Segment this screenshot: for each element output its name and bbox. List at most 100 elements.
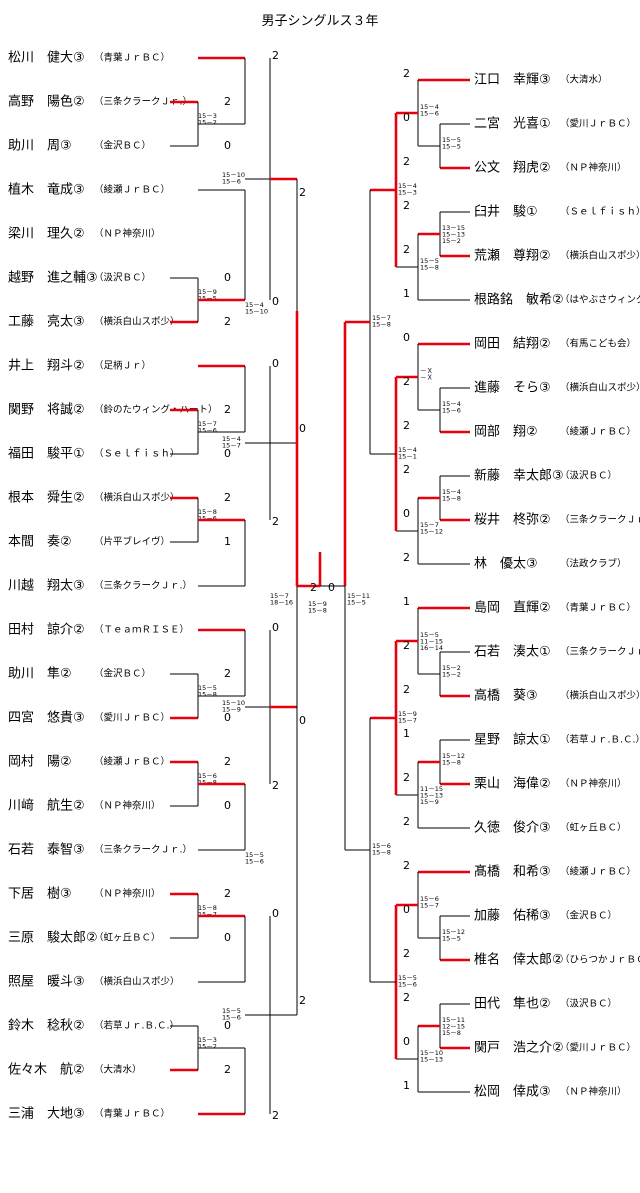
set-scores: －Ｘ	[420, 374, 433, 382]
player-team: （金沢ＢＣ）	[560, 910, 617, 922]
player-team: （ＮＰ神奈川）	[94, 228, 161, 240]
set-scores: 15－13	[420, 1056, 443, 1064]
set-scores: 15－9	[398, 710, 417, 718]
player-team: （有馬こども会）	[560, 338, 636, 350]
player-name: 植木 竜成③	[8, 183, 85, 198]
set-scores: 15－10	[222, 171, 245, 179]
set-scores: 15－3	[398, 189, 417, 197]
set-scores: 15－13	[420, 792, 443, 800]
set-scores: 11－15	[420, 638, 443, 646]
player-team: （横浜白山スポ少）	[560, 690, 640, 702]
score: 2	[224, 755, 231, 768]
set-scores: 15－8	[442, 759, 461, 767]
score: 2	[403, 199, 410, 212]
set-scores: 15－7	[198, 420, 217, 428]
player-name: 松川 健大③	[8, 51, 85, 66]
player-team: （汲沢ＢＣ）	[560, 998, 617, 1010]
score: 2	[272, 779, 279, 792]
player-team: （横浜白山スポ少）	[94, 492, 180, 504]
set-scores: 15－6	[198, 772, 217, 780]
set-scores: 15－3	[198, 1036, 217, 1044]
score: 2	[299, 994, 306, 1007]
set-scores: 11－15	[420, 785, 443, 793]
player-team: （綾瀬ＪｒＢＣ）	[560, 866, 636, 878]
player-team: （三条クラークＪｒ.）	[560, 514, 640, 526]
set-scores: 15－2	[442, 664, 461, 672]
set-scores: 15－7	[372, 314, 391, 322]
player-name: 工藤 亮太③	[8, 314, 85, 330]
score: 2	[403, 639, 410, 652]
score: 2	[224, 491, 231, 504]
player-name: 川﨑 航生②	[8, 798, 85, 814]
score: 2	[272, 49, 279, 62]
player-name: 松岡 倖成③	[474, 1085, 551, 1100]
set-scores: 15－5	[347, 599, 366, 607]
player-team: （愛川ＪｒＢＣ）	[560, 118, 636, 130]
score: 0	[299, 422, 306, 435]
score: 2	[403, 419, 410, 432]
player-name: 梁川 理久②	[8, 227, 85, 242]
set-scores: 15－6	[442, 407, 461, 415]
score: 2	[403, 771, 410, 784]
player-name: 石若 泰智③	[8, 842, 85, 858]
player-name: 進藤 そら③	[474, 381, 551, 396]
player-team: （はやぶさウィングス）	[560, 294, 640, 306]
player-name: 川越 翔太③	[8, 579, 85, 594]
set-scores: 15－7	[420, 902, 439, 910]
set-scores: 15－7	[222, 442, 241, 450]
set-scores: 15－7	[270, 592, 289, 600]
score: 0	[224, 799, 231, 812]
set-scores: 15－5	[442, 935, 461, 943]
player-name: 四宮 悠貴③	[8, 710, 85, 726]
set-scores: 15－9	[198, 288, 217, 296]
set-scores: 15－4	[398, 446, 417, 454]
player-team: （ＮＰ神奈川）	[560, 162, 627, 174]
set-scores: 12－15	[442, 1023, 465, 1031]
set-scores: 15－13	[442, 231, 465, 239]
player-name: 根路銘 敏希②	[474, 292, 564, 308]
player-team: （虹ヶ丘ＢＣ）	[94, 932, 161, 944]
set-scores: 15－9	[308, 600, 327, 608]
set-scores: 15－6	[420, 110, 439, 118]
player-name: 関戸 浩之介②	[474, 1041, 564, 1056]
set-scores: 15－9	[420, 798, 439, 806]
score: 2	[224, 315, 231, 328]
player-team: （虹ヶ丘ＢＣ）	[560, 822, 627, 834]
set-scores: 15－8	[442, 1029, 461, 1037]
score: 0	[224, 271, 231, 284]
player-team: （大清水）	[560, 74, 608, 86]
player-name: 田代 隼也②	[474, 996, 551, 1012]
player-name: 公文 翔虎②	[474, 161, 551, 176]
player-name: 桜井 柊弥②	[474, 512, 551, 528]
set-scores: 16－14	[420, 644, 443, 652]
set-scores: 15－2	[198, 1043, 217, 1051]
set-scores: 15－12	[442, 928, 465, 936]
player-name: 助川 周③	[8, 139, 72, 154]
player-name: 栗山 海偉②	[474, 777, 551, 792]
player-name: 久徳 俊介③	[474, 821, 551, 836]
score: 1	[224, 535, 231, 548]
player-team: （金沢ＢＣ）	[94, 140, 151, 152]
player-name: 井上 翔斗②	[8, 359, 85, 374]
player-team: （綾瀬ＪｒＢＣ）	[94, 756, 170, 768]
set-scores: 15－6	[245, 858, 264, 866]
player-name: 高橋 葵③	[474, 688, 538, 704]
player-team: （片平ブレイヴ）	[94, 536, 170, 548]
player-name: 岡部 翔②	[474, 425, 538, 440]
player-name: 椎名 倖太郎②	[474, 952, 564, 968]
set-scores: 15－6	[198, 515, 217, 523]
score: 0	[224, 447, 231, 460]
player-team: （ＮＰ神奈川）	[94, 888, 161, 900]
set-scores: 15－5	[420, 631, 439, 639]
score: 1	[403, 1079, 410, 1092]
player-team: （三条クラークＪｒ.）	[94, 580, 192, 592]
player-name: 関野 将誠②	[8, 403, 85, 418]
score: 2	[403, 947, 410, 960]
player-name: 田村 諒介②	[8, 623, 85, 638]
player-name: 岡村 陽②	[8, 755, 72, 770]
player-team: （三条クラークＪｒ.）	[94, 844, 192, 856]
set-scores: 15－4	[398, 182, 417, 190]
score: 2	[403, 155, 410, 168]
score: 1	[403, 595, 410, 608]
set-scores: 15－8	[308, 607, 327, 615]
